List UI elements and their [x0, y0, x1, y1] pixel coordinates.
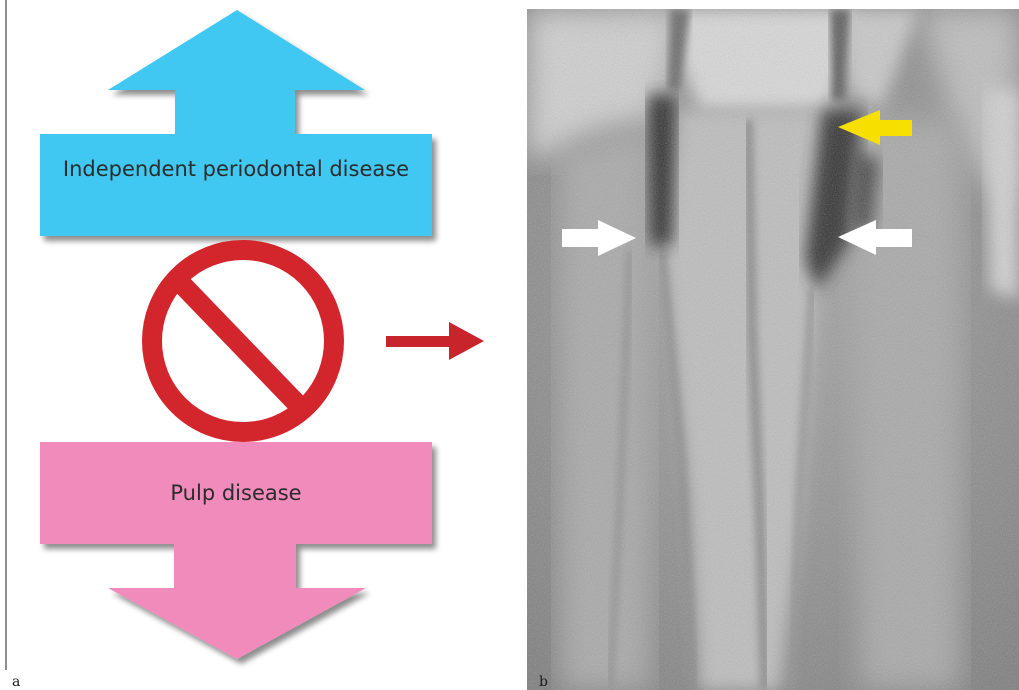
panel-a-letter: a: [12, 674, 20, 690]
bottom-box-label: Pulp disease: [170, 481, 301, 505]
bottom-arrow-group: [40, 442, 432, 659]
arrow-right-icon: [386, 322, 484, 360]
panel-b-letter: b: [539, 674, 548, 690]
top-box: [40, 134, 432, 236]
down-arrow-head: [108, 543, 366, 659]
no-entry-icon: [152, 250, 334, 432]
top-box-label: Independent periodontal disease: [63, 157, 409, 181]
panel-b: [527, 9, 1019, 690]
panel-a: Independent periodontal disease Pulp dis…: [12, 10, 484, 690]
up-arrow-head: [108, 10, 365, 135]
radiograph-grain: [527, 9, 1019, 690]
top-arrow-group: [40, 10, 432, 236]
